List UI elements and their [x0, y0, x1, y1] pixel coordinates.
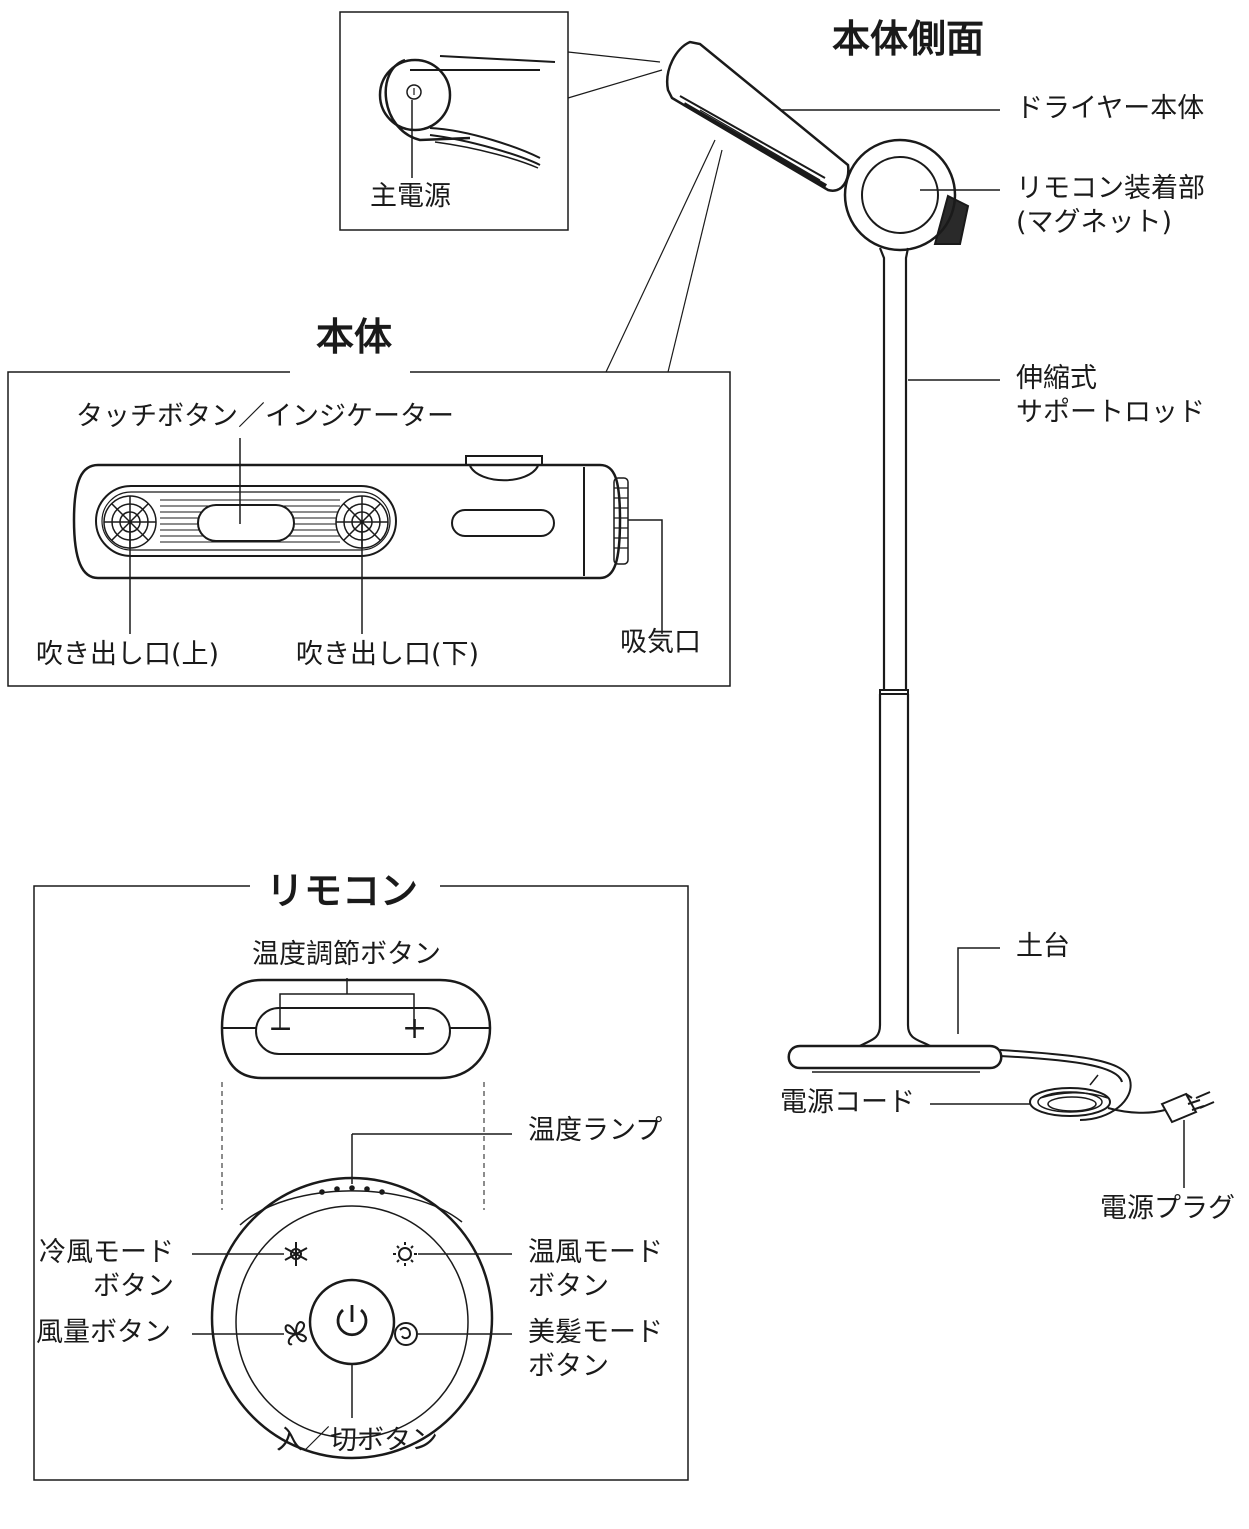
main-power-label: 主電源 [370, 181, 451, 212]
touch-button-panel [197, 504, 295, 542]
intake-leader [628, 519, 663, 634]
remote-mount-ring-outer [843, 138, 957, 252]
outlet-lower-label: 吹き出し口(下) [296, 639, 480, 670]
side-view-title: 本体側面 [832, 8, 985, 63]
intake-label: 吸気口 [620, 627, 701, 658]
temp-lamp-label: 温度ランプ [528, 1115, 663, 1146]
power-icon [336, 1305, 368, 1337]
main-power-switch-icon [406, 84, 422, 100]
fan-icon [284, 1320, 308, 1346]
dryer-head [665, 40, 970, 252]
power-toggle-label: 入／切ボタン [276, 1425, 438, 1456]
remote-mount-ring-inner [861, 156, 939, 234]
stand-base [787, 1044, 1132, 1121]
body-box-frame [7, 371, 731, 687]
temp-lamp-dots [319, 1185, 385, 1195]
remote-top-view [220, 978, 492, 1080]
body-slot [451, 509, 555, 537]
temp-adjust-bracket [279, 993, 415, 1030]
beauty-mode-icon [394, 1322, 418, 1346]
outlet-upper-label: 吹き出し口(上) [36, 639, 220, 670]
inset-callout-line-bottom [567, 69, 663, 99]
power-cord-label: 電源コード [780, 1087, 915, 1118]
main-power-closeup [378, 55, 556, 178]
beauty-mode-label: 美髪モード ボタン [528, 1317, 663, 1382]
touch-button-label: タッチボタン／インジケーター [76, 401, 454, 432]
dryer-body-front [72, 455, 629, 580]
base-leader [957, 947, 1000, 1034]
power-cord-coil [1029, 1074, 1166, 1117]
warm-mode-label: 温風モード ボタン [528, 1237, 663, 1302]
remote-title: リモコン [258, 860, 427, 915]
body-callout-line-left [605, 139, 716, 373]
snowflake-icon [284, 1242, 308, 1266]
support-rod-label: 伸縮式 サポートロッド [1016, 363, 1205, 428]
sun-icon [393, 1242, 417, 1266]
base-label: 土台 [1016, 931, 1070, 962]
body-title: 本体 [316, 315, 393, 359]
cool-mode-label: 冷風モード ボタン [39, 1237, 174, 1302]
remote-box-frame [33, 885, 689, 1481]
temp-adjust-label: 温度調節ボタン [252, 939, 441, 970]
temp-minus-button[interactable]: − [268, 1011, 294, 1046]
dryer-body-label: ドライヤー本体 [1016, 93, 1205, 124]
main-power-inset-frame [339, 11, 569, 231]
airflow-label: 風量ボタン [36, 1317, 171, 1348]
support-rod [859, 247, 931, 1047]
body-callout-line-right [667, 149, 723, 373]
temp-plus-button[interactable]: + [402, 1011, 428, 1046]
intake-grille [613, 477, 629, 565]
power-plug [1160, 1091, 1215, 1124]
remote-mount-label: リモコン装着部 (マグネット) [1016, 173, 1205, 238]
inset-callout-line-top [567, 51, 661, 63]
power-plug-label: 電源プラグ [1100, 1193, 1235, 1224]
